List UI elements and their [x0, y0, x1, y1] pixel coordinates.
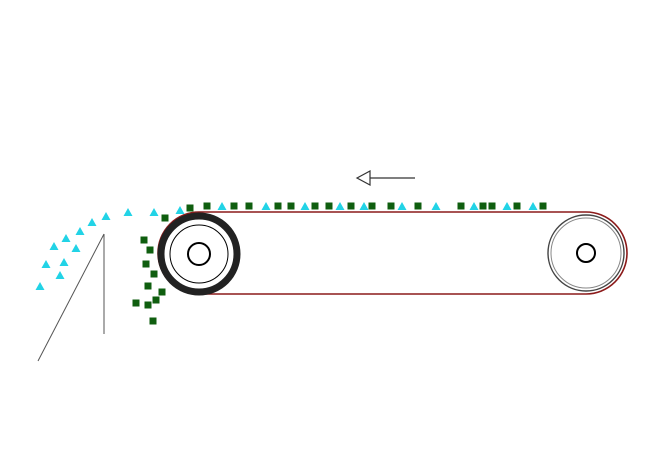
arrow-head-icon — [355, 169, 371, 187]
square-particle — [488, 202, 496, 210]
square-particle — [158, 288, 166, 296]
square-particle — [287, 202, 295, 210]
square-particle — [311, 202, 319, 210]
square-particle — [152, 296, 160, 304]
triangle-particle — [41, 260, 51, 268]
square-particle — [203, 202, 211, 210]
square-particle — [140, 236, 148, 244]
tail-pulley-rim — [547, 214, 625, 292]
tail-pulley — [547, 214, 625, 292]
square-particle — [186, 204, 194, 212]
triangle-particle — [101, 212, 111, 220]
triangle-particle — [397, 202, 407, 210]
triangle-particle — [149, 208, 159, 216]
square-particle — [274, 202, 282, 210]
square-particle — [144, 282, 152, 290]
square-particle — [245, 202, 253, 210]
triangle-particle — [335, 202, 345, 210]
square-particle — [368, 202, 376, 210]
triangle-particle — [175, 206, 185, 214]
triangle-particle — [359, 202, 369, 210]
drum-rim — [157, 212, 241, 296]
square-particle — [150, 270, 158, 278]
direction-arrow — [355, 169, 415, 187]
non-magnetic-particles — [35, 202, 538, 290]
square-particle — [230, 202, 238, 210]
tail-pulley-inner-rim — [550, 217, 622, 289]
drum-hub — [187, 242, 211, 266]
square-particle — [479, 202, 487, 210]
triangle-particle — [55, 271, 65, 279]
triangle-particle — [300, 202, 310, 210]
tail-pulley-hub — [576, 243, 596, 263]
magnetic-particles — [132, 202, 547, 325]
triangle-particle — [261, 202, 271, 210]
square-particle — [144, 301, 152, 309]
triangle-particle — [87, 218, 97, 226]
magnetic-head-drum — [157, 212, 241, 296]
triangle-particle — [431, 202, 441, 210]
triangle-particle — [502, 202, 512, 210]
square-particle — [161, 214, 169, 222]
triangle-particle — [75, 227, 85, 235]
square-particle — [347, 202, 355, 210]
square-particle — [513, 202, 521, 210]
square-particle — [146, 246, 154, 254]
square-particle — [149, 317, 157, 325]
triangle-particle — [49, 242, 59, 250]
triangle-particle — [35, 282, 45, 290]
triangle-particle — [61, 234, 71, 242]
square-particle — [457, 202, 465, 210]
square-particle — [142, 260, 150, 268]
square-particle — [132, 299, 140, 307]
splitter-plate — [37, 233, 105, 362]
triangle-particle — [123, 208, 133, 216]
square-particle — [414, 202, 422, 210]
triangle-particle — [469, 202, 479, 210]
square-particle — [325, 202, 333, 210]
triangle-particle — [217, 202, 227, 210]
square-particle — [539, 202, 547, 210]
triangle-particle — [59, 258, 69, 266]
square-particle — [387, 202, 395, 210]
triangle-particle — [528, 202, 538, 210]
triangle-particle — [71, 244, 81, 252]
